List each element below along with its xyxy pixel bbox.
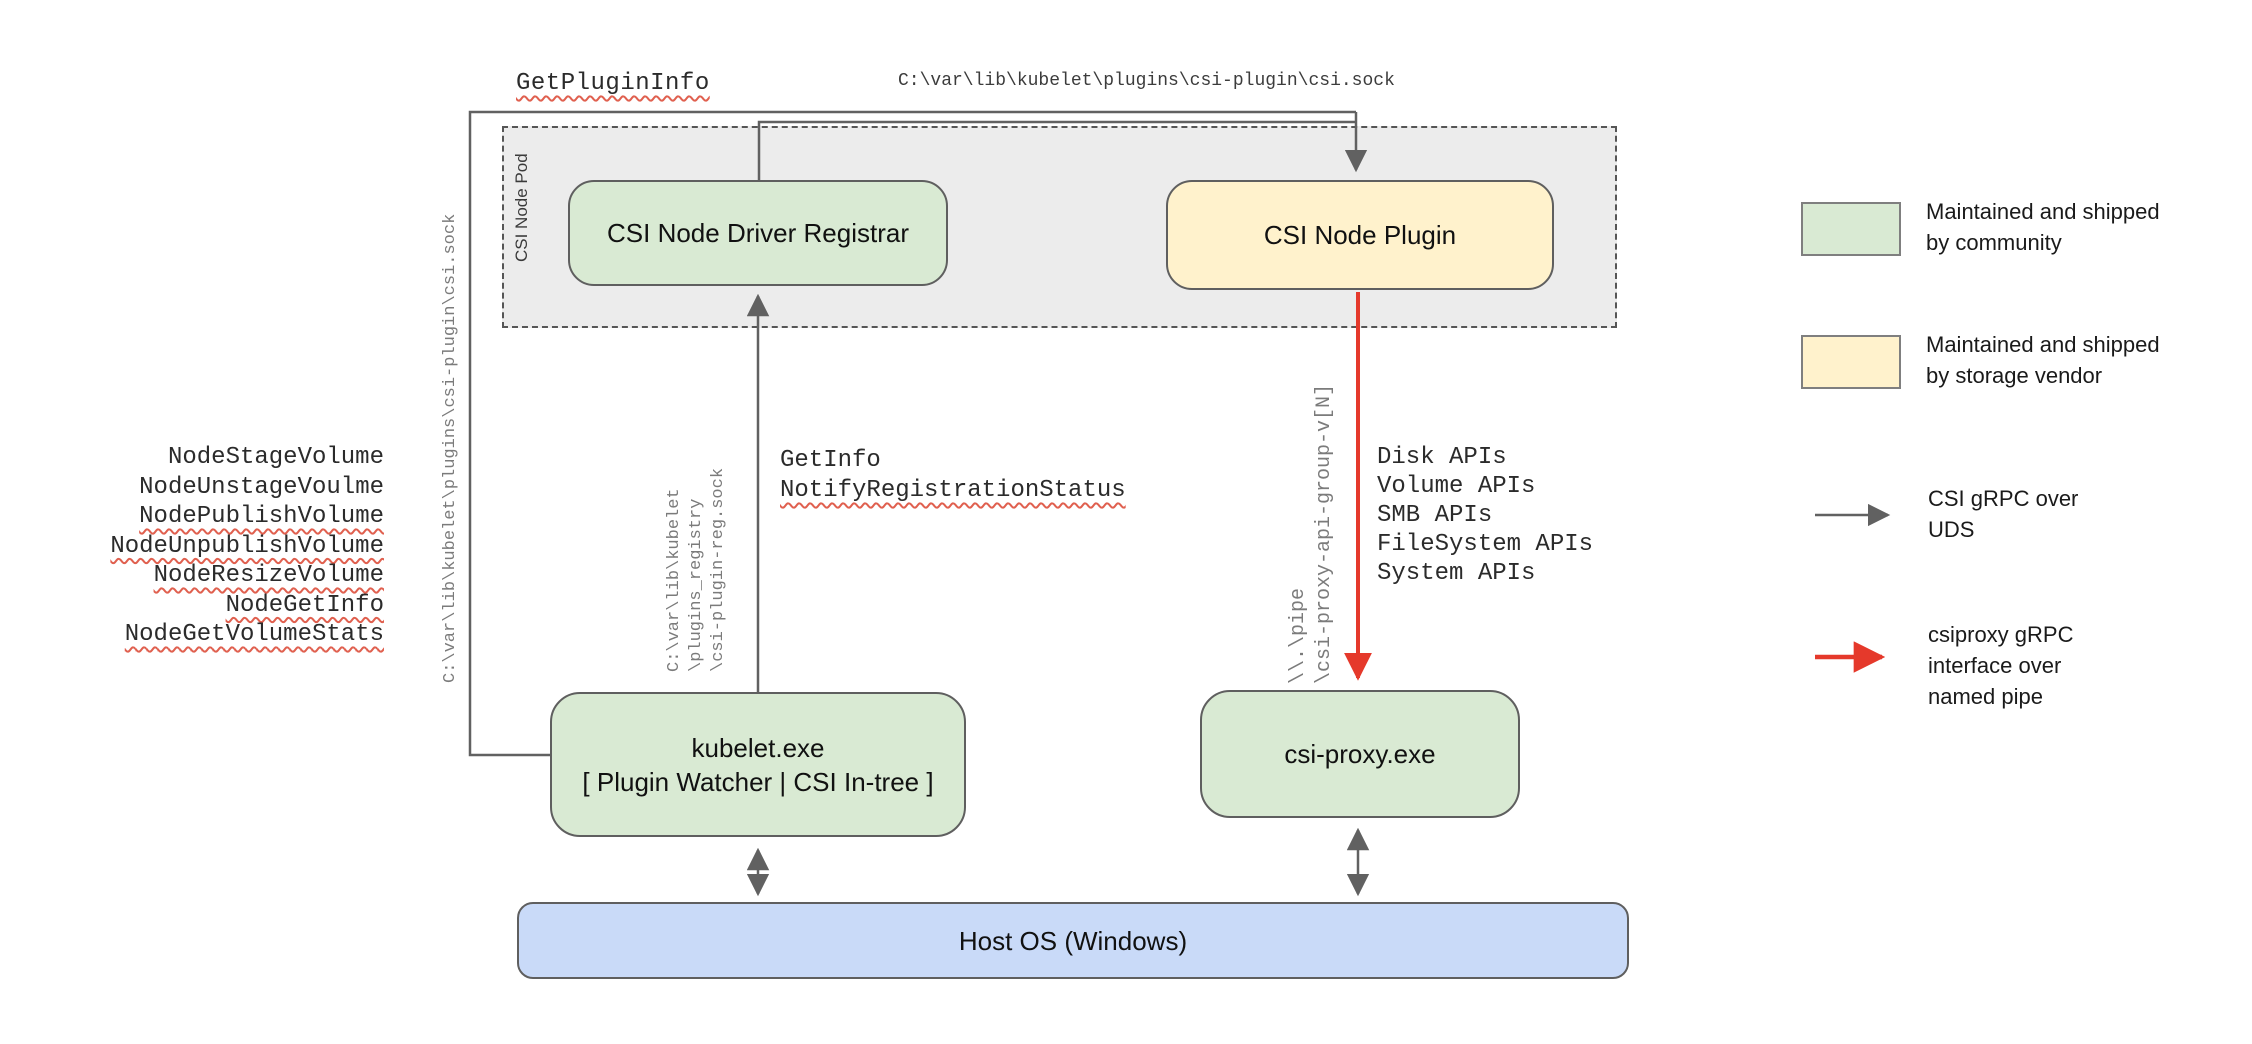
node-csi-node-plugin: CSI Node Plugin xyxy=(1166,180,1554,290)
node-rpc-item: NodeStageVolume xyxy=(167,444,384,471)
node-rpc-item: NodePublishVolume xyxy=(139,503,384,530)
get-info-label: GetInfo xyxy=(780,447,881,474)
kubelet-label-line1: kubelet.exe xyxy=(691,732,825,763)
legend-community-swatch xyxy=(1801,202,1901,256)
api-item: SMB APIs xyxy=(1377,502,1493,529)
registry-sock-line: \csi-plugin-reg.sock xyxy=(709,467,728,672)
node-rpc-item: NodeResizeVolume xyxy=(153,562,384,589)
csi-sock-path-left-label: C:\var\lib\kubelet\plugins\csi-plugin\cs… xyxy=(441,213,460,683)
node-csi-node-driver-registrar: CSI Node Driver Registrar xyxy=(568,180,948,286)
csi-proxy-label: csi-proxy.exe xyxy=(1284,739,1436,769)
node-csi-proxy: csi-proxy.exe xyxy=(1200,690,1520,818)
node-kubelet: kubelet.exe [ Plugin Watcher | CSI In-tr… xyxy=(550,692,966,837)
legend-community-line: Maintained and shipped xyxy=(1926,199,2160,224)
registration-rpc-labels: GetInfo NotifyRegistrationStatus xyxy=(780,446,1126,506)
kubelet-to-plugin-line xyxy=(468,110,1356,757)
legend-pipe-line: named pipe xyxy=(1928,684,2043,709)
api-item: System APIs xyxy=(1377,560,1536,587)
node-rpc-item: NodeUnstageVoulme xyxy=(139,473,384,501)
named-pipe-line: \csi-proxy-api-group-v[N] xyxy=(1313,383,1336,684)
legend-uds-line: CSI gRPC over xyxy=(1928,486,2079,511)
host-os-label: Host OS (Windows) xyxy=(958,925,1188,956)
csiproxy-api-list: Disk APIs Volume APIs SMB APIs FileSyste… xyxy=(1377,443,1593,588)
api-item: Disk APIs xyxy=(1377,444,1507,471)
legend-pipe-line: interface over xyxy=(1928,653,2062,678)
registry-sock-line: C:\var\lib\kubelet xyxy=(665,488,684,672)
legend-vendor-text: Maintained and shipped by storage vendor xyxy=(1926,329,2160,391)
node-rpc-list: NodeStageVolume NodeUnstageVoulme NodePu… xyxy=(98,443,384,650)
registry-sock-path-label: C:\var\lib\kubelet \plugins_registry \cs… xyxy=(664,460,730,672)
legend-vendor-line: Maintained and shipped xyxy=(1926,332,2160,357)
legend-vendor-line: by storage vendor xyxy=(1926,363,2103,388)
legend-pipe-text: csiproxy gRPC interface over named pipe xyxy=(1928,619,2073,712)
registrar-to-plugin-line xyxy=(757,120,1356,182)
named-pipe-line: \\.\pipe xyxy=(1287,587,1310,684)
csi-node-pod-label: CSI Node Pod xyxy=(512,153,531,262)
api-item: FileSystem APIs xyxy=(1377,531,1594,558)
named-pipe-path-label: \\.\pipe \csi-proxy-api-group-v[N] xyxy=(1286,374,1338,684)
plugin-label: CSI Node Plugin xyxy=(1263,220,1457,250)
node-rpc-item: NodeUnpublishVolume xyxy=(110,532,384,560)
node-host-os: Host OS (Windows) xyxy=(517,902,1629,979)
registry-sock-line: \plugins_registry xyxy=(687,498,706,672)
legend-pipe-line: csiproxy gRPC xyxy=(1928,622,2074,647)
node-rpc-item: NodeGetVolumeStats xyxy=(124,621,384,648)
legend-community-text: Maintained and shipped by community xyxy=(1926,196,2160,258)
api-item: Volume APIs xyxy=(1377,473,1536,500)
legend-vendor-swatch xyxy=(1801,335,1901,389)
get-plugin-info-label: GetPluginInfo xyxy=(516,70,710,97)
kubelet-label-line2: [ Plugin Watcher | CSI In-tree ] xyxy=(582,766,934,797)
notify-registration-status-label: NotifyRegistrationStatus xyxy=(780,477,1126,504)
node-rpc-item: NodeGetInfo xyxy=(225,591,384,619)
legend-uds-line: UDS xyxy=(1928,517,1975,542)
registrar-label: CSI Node Driver Registrar xyxy=(607,218,909,248)
legend-community-line: by community xyxy=(1926,230,2062,255)
csi-sock-path-top-label: C:\var\lib\kubelet\plugins\csi-plugin\cs… xyxy=(898,71,1395,91)
legend-uds-text: CSI gRPC over UDS xyxy=(1928,483,2078,545)
